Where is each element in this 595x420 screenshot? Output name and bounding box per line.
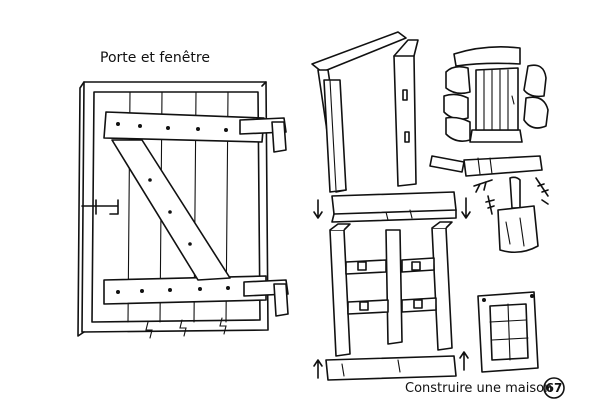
wood-screws-icon: [473, 177, 549, 215]
mallet-icon: [497, 176, 539, 254]
page-title: Porte et fenêtre: [100, 50, 210, 66]
window-frame-illustration: [311, 31, 419, 193]
chisel-icon: [429, 155, 543, 177]
frame-assembly-illustration: [313, 221, 469, 381]
door-illustration: [77, 81, 289, 339]
plank-illustration: [313, 191, 471, 223]
footer-caption: Construire une maison: [405, 381, 552, 396]
window-pane-illustration: [477, 291, 539, 373]
stone-doorway-illustration: [443, 46, 549, 143]
page-number: 67: [546, 381, 563, 395]
page-number-badge: 67: [543, 377, 565, 399]
